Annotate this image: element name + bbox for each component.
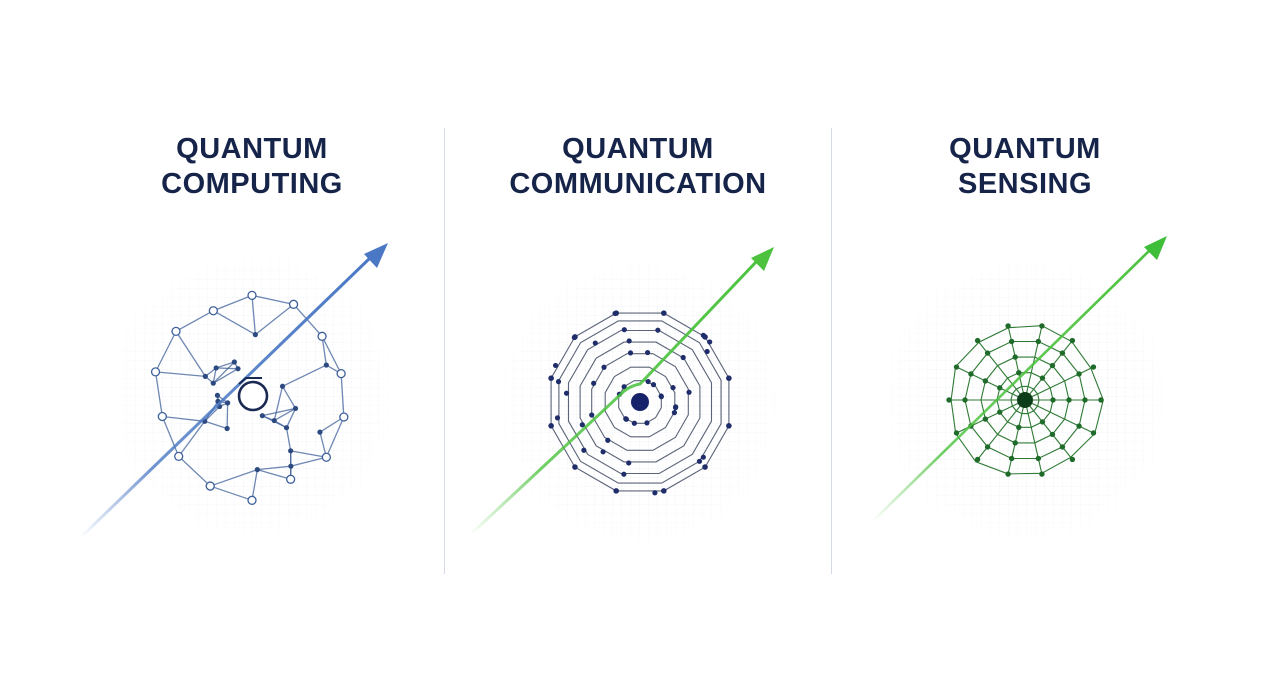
panel-quantum-sensing: QUANTUM SENSING bbox=[832, 0, 1218, 698]
title-line-2: COMMUNICATION bbox=[509, 168, 767, 200]
growth-arrow-icon bbox=[871, 236, 1167, 523]
title-line-1: QUANTUM bbox=[949, 133, 1101, 165]
panel-quantum-computing: QUANTUM COMPUTING bbox=[60, 0, 444, 698]
center-node-icon bbox=[237, 377, 269, 412]
title-line-2: COMPUTING bbox=[161, 168, 343, 200]
title-line-2: SENSING bbox=[957, 168, 1093, 200]
concentric-network-icon bbox=[548, 310, 732, 496]
center-node-icon bbox=[1017, 392, 1033, 408]
growth-arrow-icon bbox=[78, 243, 388, 540]
title-line-1: QUANTUM bbox=[176, 133, 328, 165]
panel-divider bbox=[444, 128, 445, 574]
panel-quantum-communication: QUANTUM COMMUNICATION bbox=[445, 0, 831, 698]
center-node-icon bbox=[631, 393, 649, 411]
title-line-1: QUANTUM bbox=[562, 133, 714, 165]
panel-title: QUANTUM COMPUTING bbox=[60, 132, 444, 202]
panel-title: QUANTUM COMMUNICATION bbox=[445, 132, 831, 202]
panel-divider bbox=[831, 128, 832, 574]
growth-arrow-icon bbox=[468, 247, 774, 537]
panel-title: QUANTUM SENSING bbox=[832, 132, 1218, 202]
quantum-network-icon bbox=[150, 290, 349, 505]
